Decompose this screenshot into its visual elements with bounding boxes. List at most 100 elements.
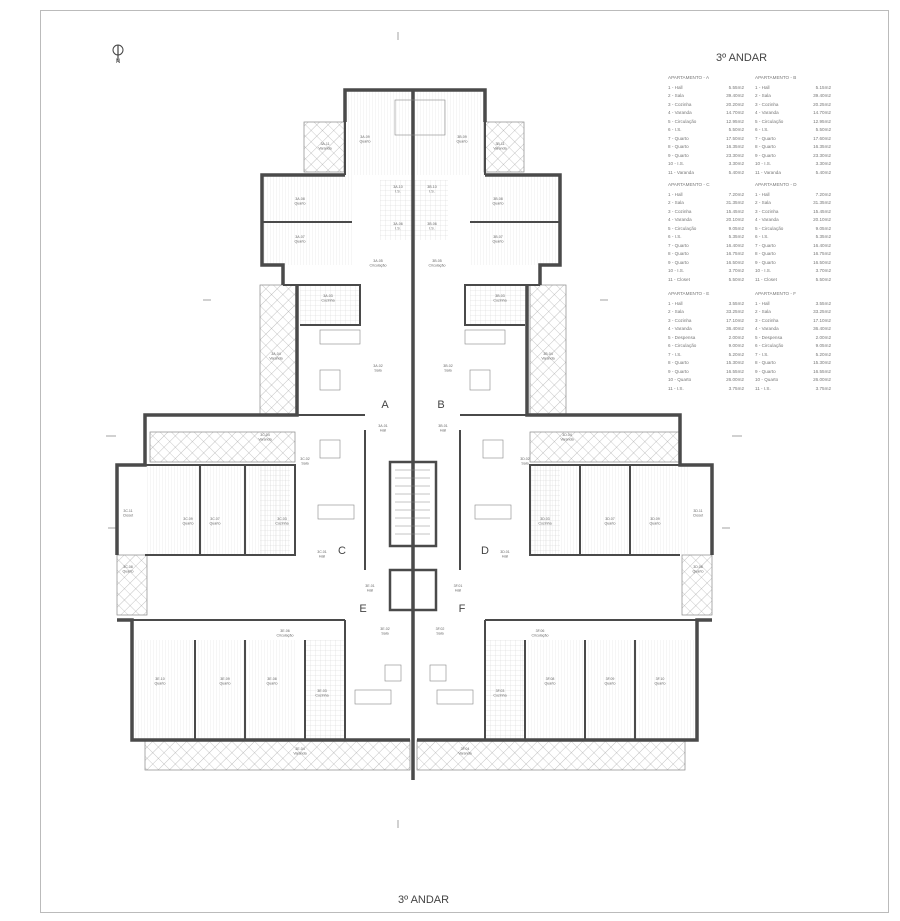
room-name: Quarto (655, 682, 666, 686)
room-area: 17.10m2 (726, 317, 744, 323)
floor-title: 3º ANDAR (716, 52, 768, 64)
room-code: 3A.08 (295, 197, 304, 201)
room-area: 31.35m2 (813, 200, 831, 206)
room-name: 8 - Quarto (755, 360, 776, 366)
room-name: Varanda (458, 752, 471, 756)
room-code: 3D.07 (605, 517, 615, 521)
room-name: 6 - Circulação (668, 343, 697, 349)
room-area: 33.25m2 (813, 309, 831, 315)
room-name: 2 - Sala (755, 309, 771, 315)
room-area: 26.00m2 (813, 377, 831, 383)
table-header: APARTAMENTO - A (668, 75, 710, 80)
room-name: 1 - Hall (668, 300, 683, 306)
room-code: 3A.10 (393, 185, 402, 189)
room-code: 3E.01 (365, 584, 374, 588)
room-name: 6 - Circulação (755, 343, 784, 349)
room-code: 3F.03 (496, 689, 505, 693)
room-name: Quarto (650, 522, 661, 526)
room-code: 3D.01 (500, 550, 510, 554)
room-code: 3F.08 (546, 677, 555, 681)
room-area: 12.95m2 (813, 118, 831, 124)
room-name: I.S. (395, 227, 400, 231)
room-code: 3B.02 (443, 364, 452, 368)
room-area: 16.50m2 (813, 259, 831, 265)
room-name: Quarto (605, 522, 616, 526)
apartment-letter-e: E (359, 603, 366, 615)
room-area: 16.40m2 (813, 242, 831, 248)
room-name: 3 - Cozinha (755, 317, 779, 323)
room-area: 5.55m2 (728, 84, 744, 90)
room-area: 20.10m2 (813, 217, 831, 223)
room-code: 3A.09 (360, 135, 369, 139)
room-name: Varanda (293, 752, 306, 756)
room-area: 14.70m2 (726, 110, 744, 116)
room-name: 2 - Sala (668, 309, 684, 315)
room-name: Cozinha (315, 694, 328, 698)
table-row: 2 - Sala 33.25m2 (755, 308, 835, 317)
room-area: 3.30m2 (728, 161, 744, 167)
room-name: 10 - I.S. (755, 161, 772, 167)
room-name: Hall (440, 429, 446, 433)
room-area: 9.05m2 (815, 225, 831, 231)
room-name: 4 - Varanda (668, 217, 692, 223)
room-name: Quarto (183, 522, 194, 526)
room-area: 15.45m2 (813, 208, 831, 214)
apartment-letter-d: D (481, 545, 489, 557)
room-name: 11 - Varanda (668, 170, 694, 176)
room-area: 3.75m2 (815, 386, 831, 392)
room-code: 3D.02 (520, 457, 530, 461)
room-name: Quarto (267, 682, 278, 686)
room-code: 3B.01 (438, 424, 447, 428)
room-code: 3E.10 (155, 677, 164, 681)
table-row: 7 - Quarto 16.40m2 (755, 242, 835, 251)
room-name: Varanda (560, 438, 573, 442)
room-area: 16.75m2 (813, 251, 831, 257)
room-area: 20.20m2 (726, 101, 744, 107)
table-row: 10 - I.S.3.70m2 (668, 267, 748, 276)
table-row: 7 - I.S.5.20m2 (755, 351, 835, 360)
room-name: 11 - Closet (668, 277, 690, 283)
room-name: 7 - Quarto (755, 242, 776, 248)
room-area: 5.50m2 (728, 127, 744, 133)
room-code: 3C.03 (277, 517, 287, 521)
room-name: Sala (444, 369, 451, 373)
room-name: 2 - Sala (755, 200, 771, 206)
room-name: 1 - Hall (755, 191, 770, 197)
room-code: 3E.06 (280, 629, 289, 633)
room-code: 3B.05 (432, 259, 441, 263)
room-name: 1 - Hall (755, 84, 770, 90)
room-code: 3F.01 (454, 584, 463, 588)
room-area: 36.40m2 (726, 326, 744, 332)
room-area: 20.10m2 (726, 217, 744, 223)
room-name: Circulação (277, 634, 294, 638)
room-name: 3 - Cozinha (668, 101, 692, 107)
room-area: 31.35m2 (726, 200, 744, 206)
apartment-letter-a: A (381, 399, 389, 411)
table-row: 4 - Varanda 20.10m2 (668, 216, 748, 225)
room-code: 3E.08 (267, 677, 276, 681)
room-area: 2.00m2 (728, 334, 744, 340)
room-code: 3F.04 (461, 747, 470, 751)
room-name: 9 - Quarto (755, 152, 776, 158)
room-labels: 3A.09Quarto3B.09Quarto3A.11Varanda3B.11V… (123, 135, 704, 756)
room-area: 5.35m2 (815, 234, 831, 240)
apartment-letter-f: F (459, 603, 466, 615)
room-name: Quarto (605, 682, 616, 686)
room-name: 10 - I.S. (755, 268, 772, 274)
